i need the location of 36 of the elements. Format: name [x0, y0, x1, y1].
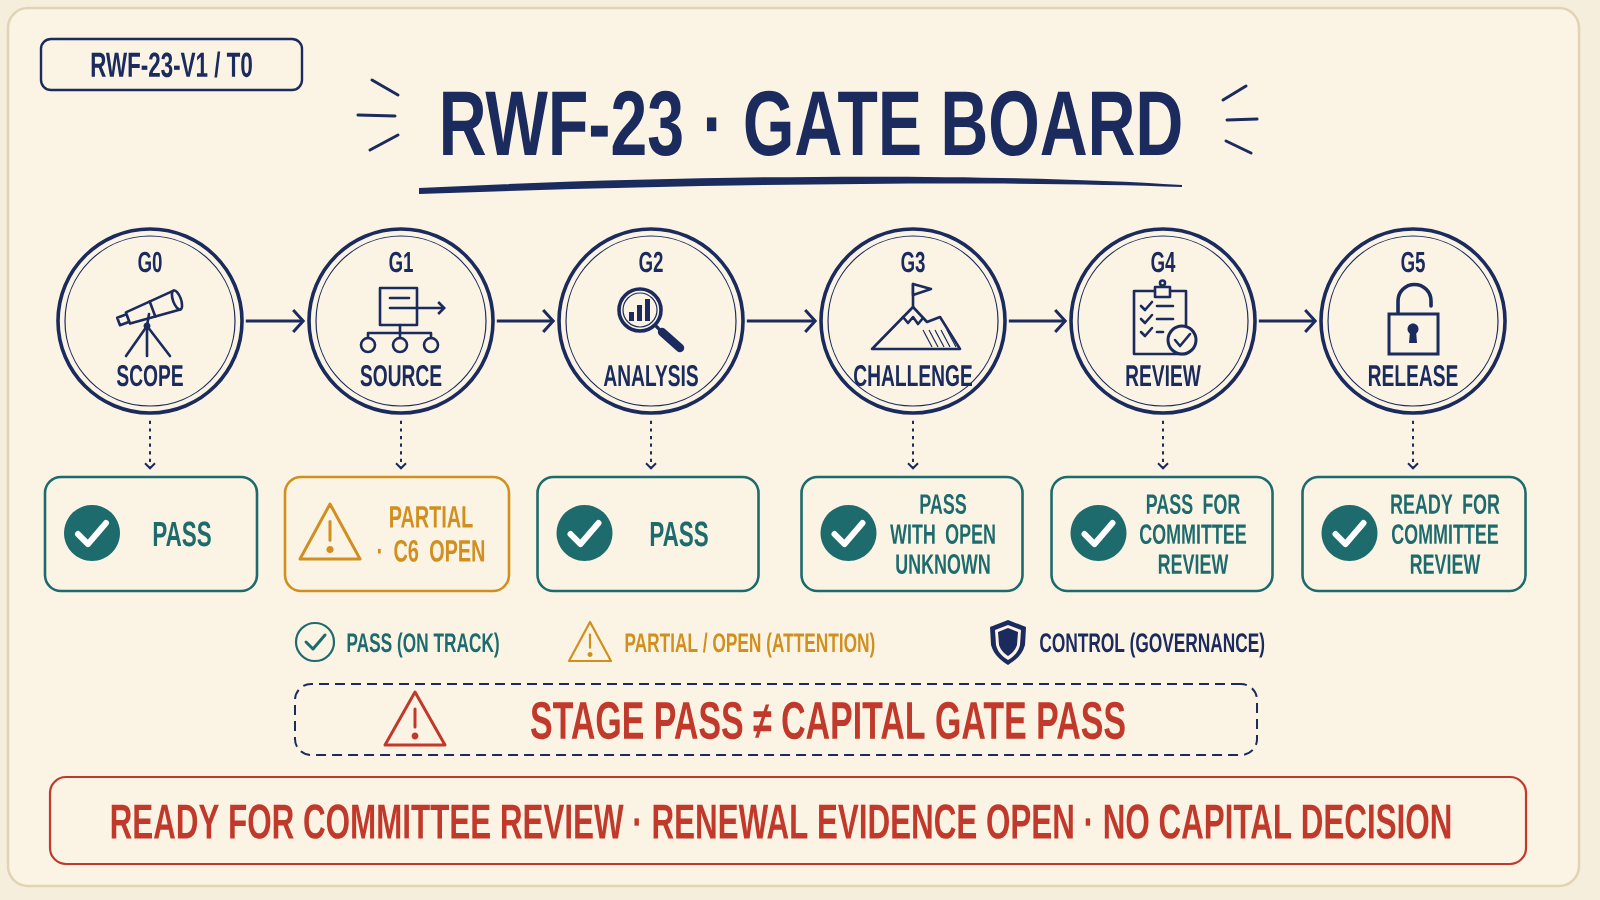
- arrow: [1157, 419, 1169, 470]
- node-label: G0: [138, 251, 162, 273]
- legend-label: CONTROL (GOVERNANCE): [1040, 632, 1265, 658]
- arrow: [496, 309, 556, 333]
- warning-banner: STAGE PASS ≠ CAPITAL GATE PASS: [294, 683, 1258, 756]
- arrow: [1008, 309, 1068, 333]
- node-label: RELEASE: [1368, 365, 1458, 387]
- title: RWF-23 · GATE BOARD: [419, 90, 1182, 194]
- node-label: G5: [1401, 251, 1425, 273]
- status-box: PASS FOR COMMITTEE REVIEW: [1050, 475, 1274, 593]
- status-box: PARTIAL · C6 OPEN: [283, 475, 511, 593]
- arrow: [1407, 419, 1419, 470]
- node-label: G2: [639, 251, 663, 273]
- legend-label: PARTIAL / OPEN (ATTENTION): [625, 632, 875, 658]
- node-label: SCOPE: [116, 365, 183, 387]
- status-box: PASS WITH OPEN UNKNOWN: [800, 475, 1024, 593]
- node-label: REVIEW: [1126, 365, 1201, 387]
- status-box: READY FOR COMMITTEE REVIEW: [1301, 475, 1527, 593]
- arrow: [245, 309, 306, 333]
- node-label: ANALYSIS: [603, 365, 698, 387]
- arrow: [746, 309, 818, 333]
- status-box: PASS: [43, 475, 259, 593]
- node-label: G4: [1151, 251, 1176, 273]
- status-banner: READY FOR COMMITTEE REVIEW · RENEWAL EVIDENCE OPEN · NO CAPITAL DECISION: [48, 775, 1528, 866]
- arrow: [144, 419, 156, 470]
- node-label: SOURCE: [360, 365, 442, 387]
- arrow: [395, 419, 407, 470]
- status-box: PASS: [536, 475, 760, 593]
- node-label: CHALLENGE: [854, 365, 972, 387]
- version-tag: RWF-23-V1 / T0: [39, 37, 304, 92]
- arrow: [1258, 309, 1318, 333]
- arrow: [907, 419, 919, 470]
- node-label: G3: [901, 251, 925, 273]
- arrow: [645, 419, 657, 470]
- node-label: G1: [389, 251, 413, 273]
- legend-label: PASS (ON TRACK): [347, 632, 499, 658]
